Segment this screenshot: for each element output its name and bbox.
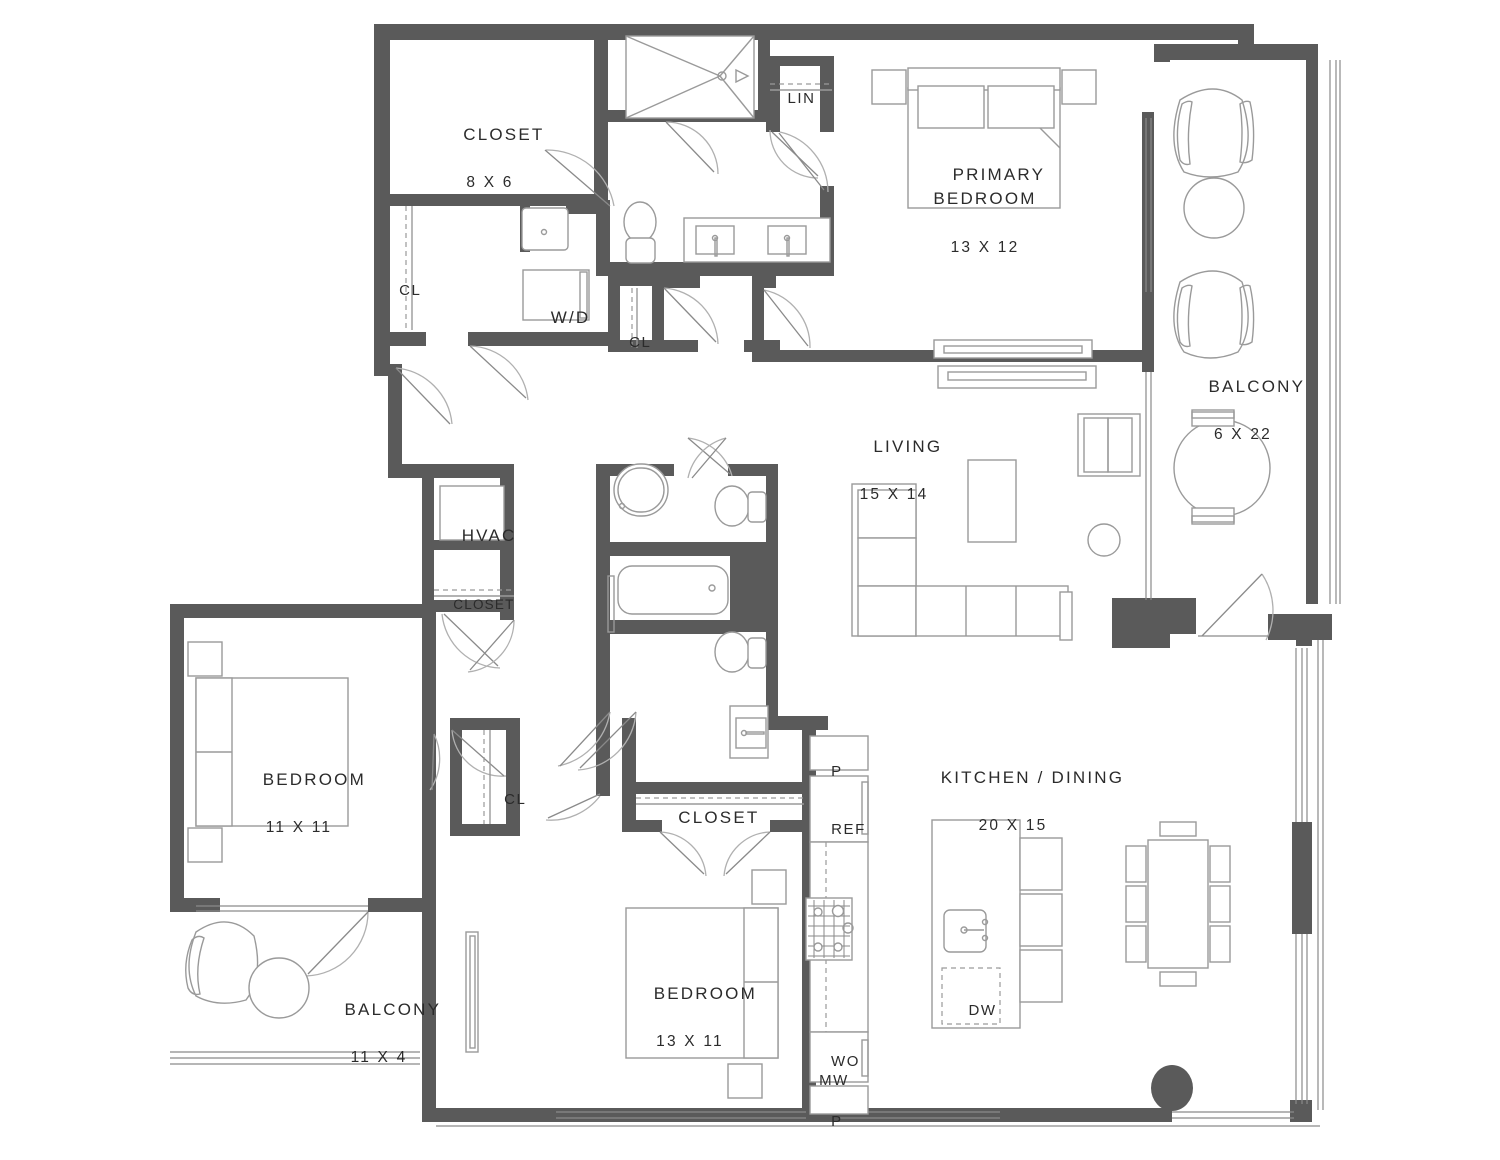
kitchen-layer bbox=[805, 735, 1231, 1115]
doors-layer bbox=[305, 121, 1274, 977]
fixtures-layer bbox=[405, 35, 832, 824]
walls-layer bbox=[170, 24, 1332, 1122]
windows-layer bbox=[170, 60, 1341, 1127]
furniture-layer bbox=[185, 67, 1271, 1099]
